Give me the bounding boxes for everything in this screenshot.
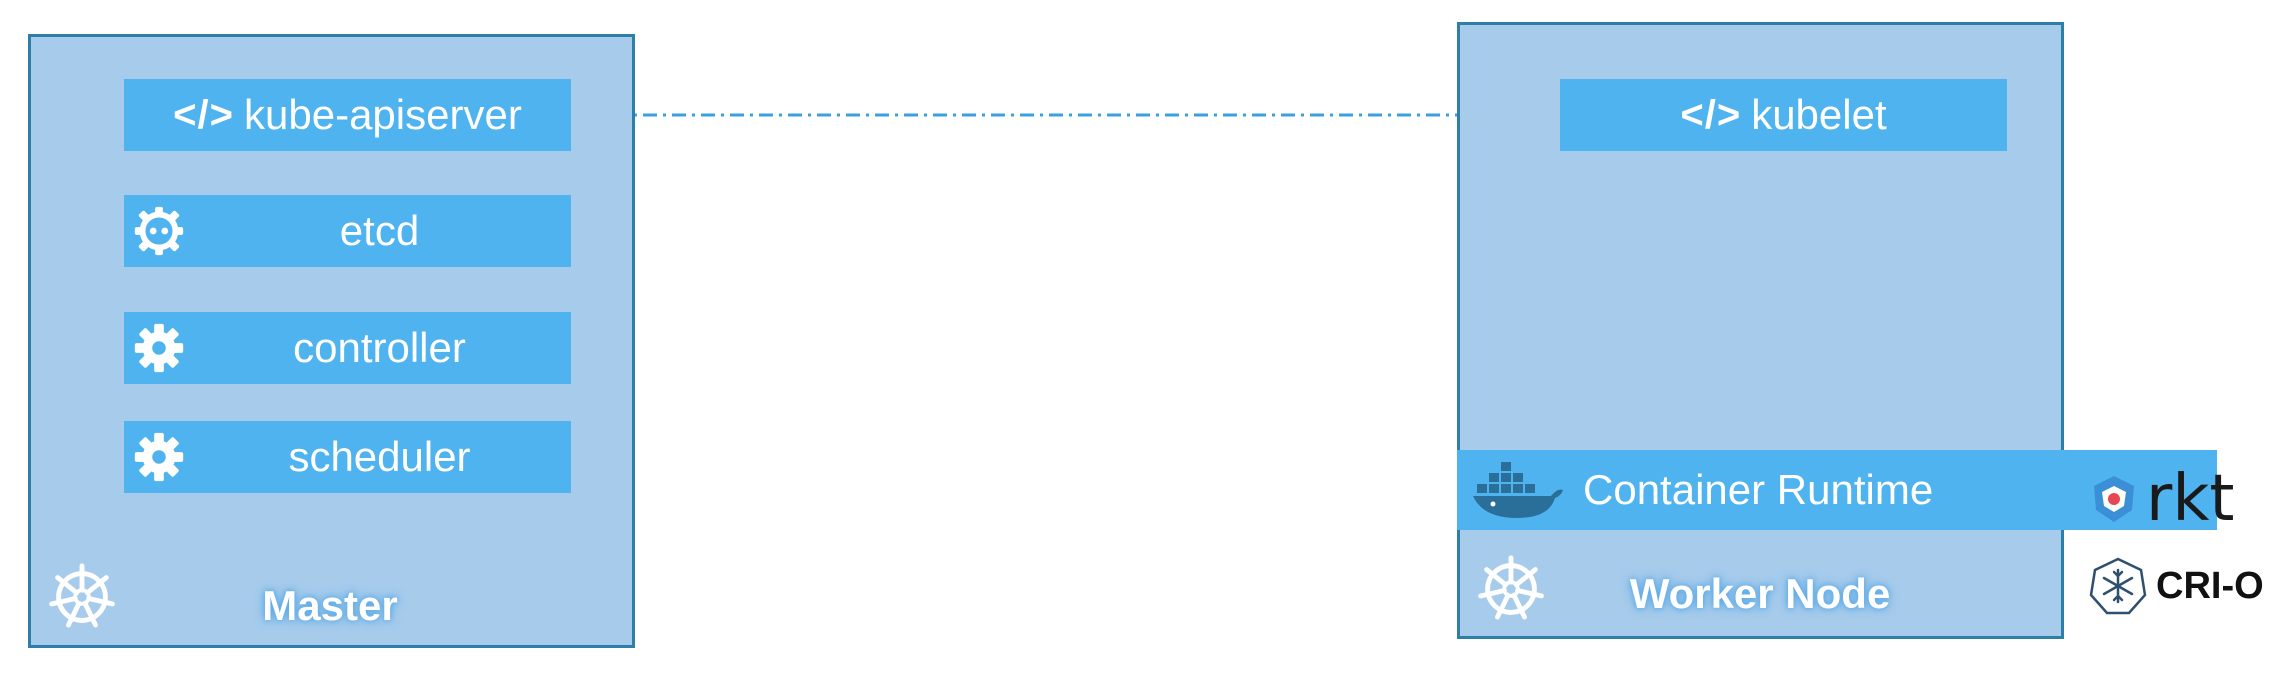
master-title: Master xyxy=(262,582,398,629)
rkt-icon xyxy=(2094,476,2134,522)
etcd-component[interactable]: etcd xyxy=(124,195,571,267)
gear-icon xyxy=(134,432,184,482)
kube-apiserver-component[interactable]: </> kube-apiserver xyxy=(124,79,571,151)
docker-whale-icon xyxy=(1473,462,1563,518)
kubernetes-helm-icon xyxy=(1478,555,1544,620)
cri-o-icon xyxy=(2089,557,2147,615)
kubelet-component[interactable]: </> kubelet xyxy=(1560,79,2007,151)
controller-label: controller xyxy=(293,324,466,371)
code-icon: </> xyxy=(1680,92,1742,137)
rkt-logo: rkt xyxy=(2088,462,2234,536)
etcd-icon xyxy=(134,206,184,256)
kube-apiserver-label: kube-apiserver xyxy=(244,91,522,138)
worker-node-title: Worker Node xyxy=(1629,570,1891,617)
kubernetes-helm-icon xyxy=(49,563,115,628)
code-icon: </> xyxy=(173,92,235,137)
container-runtime-label: Container Runtime xyxy=(1583,466,1934,513)
scheduler-component[interactable]: scheduler xyxy=(124,421,571,493)
container-runtime-bar[interactable]: Container Runtime xyxy=(1457,450,2217,530)
scheduler-label: scheduler xyxy=(288,433,471,480)
controller-component[interactable]: controller xyxy=(124,312,571,384)
cri-o-label: CRI-O xyxy=(2156,564,2264,607)
rkt-label: rkt xyxy=(2146,462,2235,536)
etcd-label: etcd xyxy=(339,207,420,254)
cri-o-logo: CRI-O xyxy=(2088,556,2264,616)
gear-icon xyxy=(134,323,184,373)
kubelet-label: kubelet xyxy=(1751,91,1887,138)
